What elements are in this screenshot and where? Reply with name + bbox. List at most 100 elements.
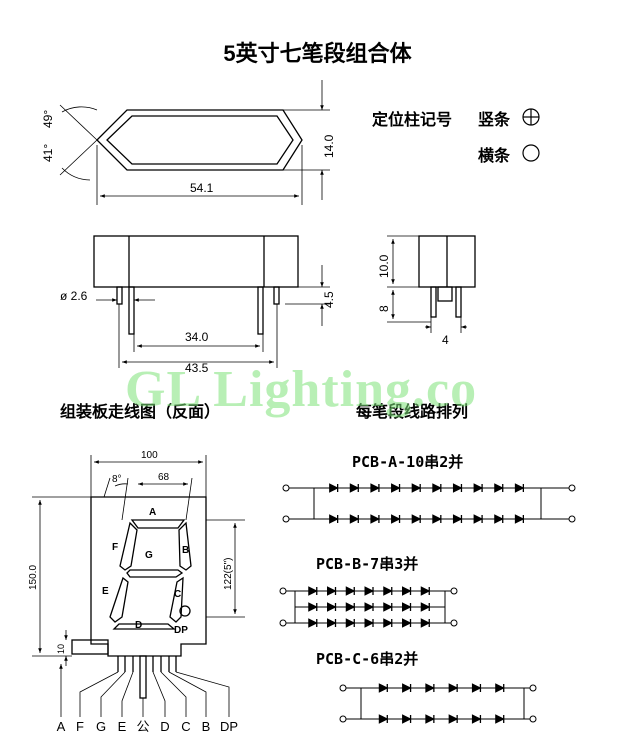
led-diode bbox=[390, 514, 401, 524]
horizontal-marker-icon bbox=[522, 144, 540, 162]
pin-label-1: F bbox=[76, 719, 84, 734]
led-diode bbox=[364, 586, 374, 596]
page-title: 5英寸七笔段组合体 bbox=[223, 41, 412, 66]
end-width-label: 4 bbox=[442, 333, 449, 347]
pin-label-7: B bbox=[202, 719, 211, 734]
led-diode bbox=[378, 683, 388, 693]
terminal bbox=[568, 484, 576, 492]
led-diode bbox=[452, 483, 463, 493]
led-diode bbox=[401, 714, 412, 724]
pcb-a-circuit bbox=[282, 483, 576, 524]
vertical-marker-label: 竖条 bbox=[478, 112, 511, 129]
pin-label-8: DP bbox=[220, 719, 238, 734]
terminal bbox=[282, 515, 290, 523]
pin-label-5: D bbox=[160, 719, 169, 734]
led-diode bbox=[383, 618, 393, 628]
front-height-label: 150.0 bbox=[28, 565, 39, 590]
led-diode bbox=[494, 514, 504, 524]
led-diode bbox=[473, 514, 483, 524]
led-diode bbox=[328, 483, 339, 493]
led-diode bbox=[495, 714, 505, 724]
terminal bbox=[529, 684, 537, 692]
angle-49-label: 49° bbox=[41, 110, 55, 128]
height-14-label: 14.0 bbox=[322, 134, 336, 158]
led-diode bbox=[345, 602, 355, 612]
pin-diameter-label: ø 2.6 bbox=[60, 289, 88, 303]
led-diode bbox=[411, 483, 421, 493]
pin-label-6: C bbox=[181, 719, 190, 734]
led-diode bbox=[495, 683, 505, 693]
led-diode bbox=[425, 683, 435, 693]
segment-label-dp: DP bbox=[174, 625, 188, 636]
segment-label-g: G bbox=[145, 550, 153, 561]
led-diode bbox=[308, 586, 318, 596]
width-54-label: 54.1 bbox=[190, 181, 214, 195]
pcb-b-label: PCB-B-7串3并 bbox=[316, 555, 419, 573]
segment-label-b: B bbox=[182, 545, 189, 556]
segment-label-d: D bbox=[135, 620, 142, 631]
pin-length-label: 4.5 bbox=[322, 291, 336, 308]
led-diode bbox=[378, 714, 388, 724]
led-diode bbox=[452, 514, 463, 524]
watermark: GL Lighting.co bbox=[125, 361, 478, 418]
led-diode bbox=[401, 602, 412, 612]
top-view bbox=[59, 80, 330, 205]
led-diode bbox=[420, 586, 430, 596]
led-diode bbox=[370, 514, 380, 524]
pin-label-2: G bbox=[96, 719, 106, 734]
led-diode bbox=[383, 602, 393, 612]
pin-height-label: 10 bbox=[56, 644, 66, 654]
terminal bbox=[339, 715, 347, 723]
led-diode bbox=[349, 514, 359, 524]
terminal bbox=[282, 484, 290, 492]
side-view bbox=[93, 235, 330, 368]
led-diode bbox=[425, 714, 435, 724]
led-diode bbox=[349, 483, 359, 493]
terminal bbox=[450, 587, 458, 595]
vertical-marker-icon bbox=[522, 108, 540, 126]
segment-label-a: A bbox=[149, 507, 156, 518]
led-diode bbox=[420, 602, 430, 612]
pin-label-3: E bbox=[118, 719, 127, 734]
led-diode bbox=[471, 714, 482, 724]
terminal bbox=[529, 715, 537, 723]
digit-height-label: 122(5") bbox=[223, 558, 234, 590]
led-diode bbox=[514, 514, 525, 524]
segment-wiring-heading: 每笔段线路排列 bbox=[356, 404, 469, 421]
pitch-34-label: 34.0 bbox=[185, 330, 209, 344]
terminal bbox=[279, 619, 287, 627]
led-diode bbox=[471, 683, 482, 693]
led-diode bbox=[326, 618, 337, 628]
terminal bbox=[279, 587, 287, 595]
segment-width-label: 68 bbox=[158, 472, 170, 483]
led-diode bbox=[345, 586, 355, 596]
pitch-43-label: 43.5 bbox=[185, 361, 209, 375]
pcb-c-label: PCB-C-6串2并 bbox=[316, 650, 419, 668]
terminal bbox=[450, 619, 458, 627]
terminal bbox=[568, 515, 576, 523]
led-diode bbox=[345, 618, 355, 628]
led-diode bbox=[411, 514, 421, 524]
marking-label: 定位柱记号 bbox=[372, 112, 453, 129]
segment-label-f: F bbox=[112, 542, 118, 553]
pcb-a-label: PCB-A-10串2并 bbox=[352, 453, 464, 471]
end-view bbox=[387, 235, 476, 333]
led-diode bbox=[448, 683, 458, 693]
front-view bbox=[32, 455, 245, 717]
led-diode bbox=[364, 618, 374, 628]
pin-label-4: 公 bbox=[136, 719, 149, 734]
terminal bbox=[339, 684, 347, 692]
led-diode bbox=[308, 602, 318, 612]
pcb-b-circuit bbox=[279, 586, 458, 628]
led-diode bbox=[420, 618, 430, 628]
horizontal-marker-label: 横条 bbox=[478, 148, 511, 165]
led-diode bbox=[448, 714, 458, 724]
pcb-c-circuit bbox=[339, 683, 537, 724]
led-diode bbox=[308, 618, 318, 628]
led-diode bbox=[326, 602, 337, 612]
led-diode bbox=[370, 483, 380, 493]
